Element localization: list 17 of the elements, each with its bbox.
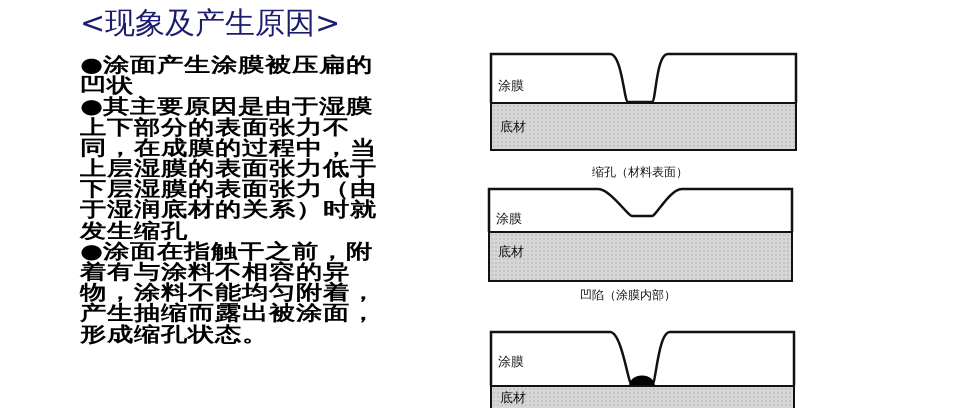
layer-label: 底材: [500, 119, 526, 136]
coating-layer: [490, 331, 795, 386]
layer-label: 涂膜: [498, 78, 524, 95]
layer-label: 涂膜: [498, 354, 524, 371]
figure-caption: 缩孔（材料表面）: [592, 164, 688, 181]
layer-label: 底材: [498, 244, 524, 261]
paragraph: ●其主要原因是由于湿膜上下部分的表面张力不同，在成膜的过程中，当上层湿膜的表面张力低于下层湿膜的表面张力（由于湿润底材的关系）时就发生缩孔: [80, 96, 378, 242]
substrate-layer: [488, 231, 793, 282]
layer-label: 底材: [500, 390, 526, 407]
layer-label: 涂膜: [496, 211, 522, 228]
figure-caption: 凹陷（涂膜内部）: [580, 287, 676, 304]
coating-layer: [488, 188, 793, 232]
paragraph: ●涂面在指触干之前，附着有与涂料不相容的异物，涂料不能均匀附着，产生抽缩而露出被涂面，形成缩孔状态。: [80, 241, 378, 344]
paragraph: ●涂面产生涂膜被压扁的凹状: [80, 55, 374, 96]
substrate-layer: [490, 102, 797, 151]
heading: <现象及产生原因>: [80, 6, 340, 42]
coating-layer: [490, 53, 797, 103]
